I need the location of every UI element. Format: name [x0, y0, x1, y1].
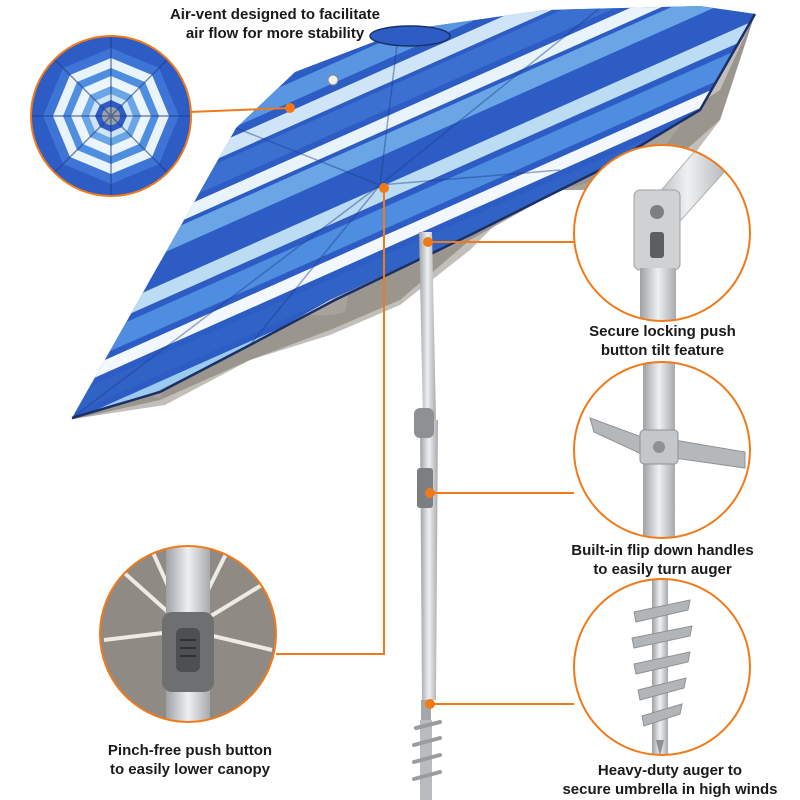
umbrella-pole [412, 232, 442, 800]
callout-lines [188, 107, 574, 705]
caption-air-vent-line2: air flow for more stability [185, 25, 365, 42]
caption-handles: Built-in flip down handles to easily tur… [545, 541, 780, 579]
callout-dot-tilt [423, 237, 433, 247]
caption-auger-line1: Heavy-duty auger to [597, 762, 743, 779]
vent-top-icon [30, 35, 192, 197]
caption-auger: Heavy-duty auger to secure umbrella in h… [545, 761, 795, 799]
callout-dot-push-button [379, 183, 389, 193]
caption-push-button-line1: Pinch-free push button [107, 742, 273, 759]
callout-dot-air-vent [285, 103, 295, 113]
callout-line-air-vent [188, 107, 291, 113]
caption-push-button: Pinch-free push button to easily lower c… [80, 741, 300, 779]
caption-tilt-line2: button tilt feature [600, 342, 725, 359]
canopy-finial [327, 74, 339, 86]
tilt-joint-icon [573, 144, 751, 322]
caption-handles-line1: Built-in flip down handles [571, 542, 754, 559]
caption-push-button-line2: to easily lower canopy [109, 761, 271, 778]
caption-handles-line2: to easily turn auger [593, 561, 732, 578]
callout-dot-handles [425, 488, 435, 498]
canopy-vent [369, 25, 451, 47]
callout-line-push-button [276, 188, 385, 655]
caption-tilt: Secure locking push button tilt feature [565, 322, 760, 360]
caption-tilt-line1: Secure locking push [589, 323, 736, 340]
canopy-rim [71, 13, 757, 420]
caption-air-vent-line1: Air-vent designed to facilitate [169, 6, 381, 23]
callout-dots [285, 103, 435, 709]
caption-air-vent: Air-vent designed to facilitate air flow… [160, 5, 390, 43]
push-button-icon [99, 545, 277, 723]
callout-dot-auger [425, 699, 435, 709]
caption-auger-line2: secure umbrella in high winds [562, 781, 778, 798]
auger-icon [573, 578, 751, 756]
handle-icon [573, 361, 751, 539]
